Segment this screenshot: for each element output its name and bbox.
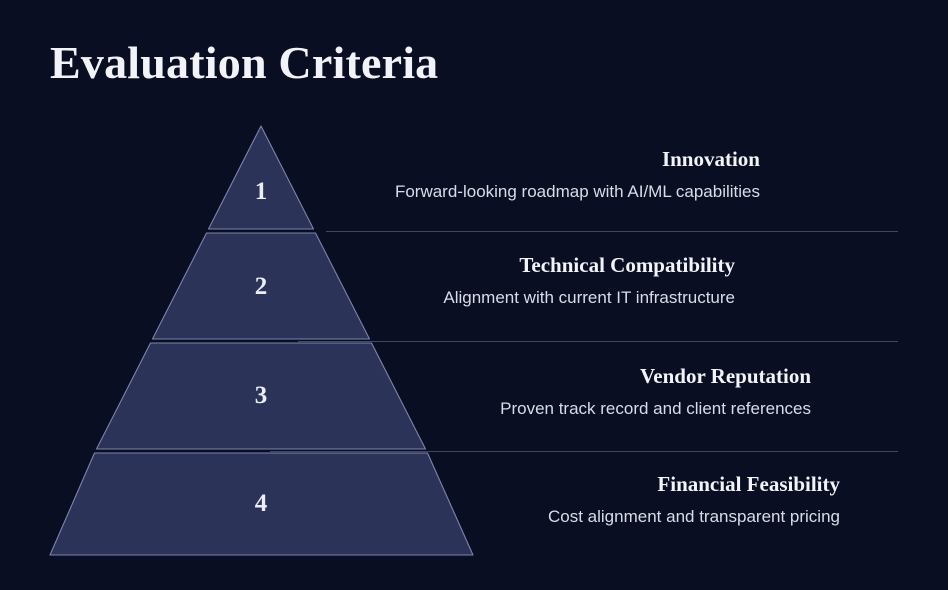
tier-3-description: Proven track record and client reference… <box>500 399 811 418</box>
pyramid-tier-2-rank: 2 <box>254 273 268 300</box>
tier-label-innovation[interactable]: Innovation Forward-looking roadmap with … <box>395 146 760 203</box>
tier-1-title: Innovation <box>661 147 760 171</box>
tier-separator-3 <box>270 451 898 452</box>
tier-label-financial-feasibility[interactable]: Financial Feasibility Cost alignment and… <box>548 471 840 528</box>
tier-1-description: Forward-looking roadmap with AI/ML capab… <box>394 182 760 201</box>
page-title: Evaluation Criteria <box>50 37 439 88</box>
tier-label-technical-compatibility[interactable]: Technical Compatibility Alignment with c… <box>443 252 735 309</box>
tier-4-title: Financial Feasibility <box>657 472 840 496</box>
tier-separator-1 <box>326 231 898 232</box>
pyramid-tier-3-rank: 3 <box>254 382 268 409</box>
tier-2-title: Technical Compatibility <box>519 253 735 277</box>
pyramid-tier-4-rank: 4 <box>254 490 268 517</box>
tier-4-description: Cost alignment and transparent pricing <box>548 507 840 526</box>
tier-3-title: Vendor Reputation <box>640 364 811 388</box>
pyramid-tier-1-rank: 1 <box>254 178 268 205</box>
tier-separator-2 <box>298 341 898 342</box>
tier-label-vendor-reputation[interactable]: Vendor Reputation Proven track record an… <box>500 363 811 420</box>
tier-2-description: Alignment with current IT infrastructure <box>443 288 735 307</box>
